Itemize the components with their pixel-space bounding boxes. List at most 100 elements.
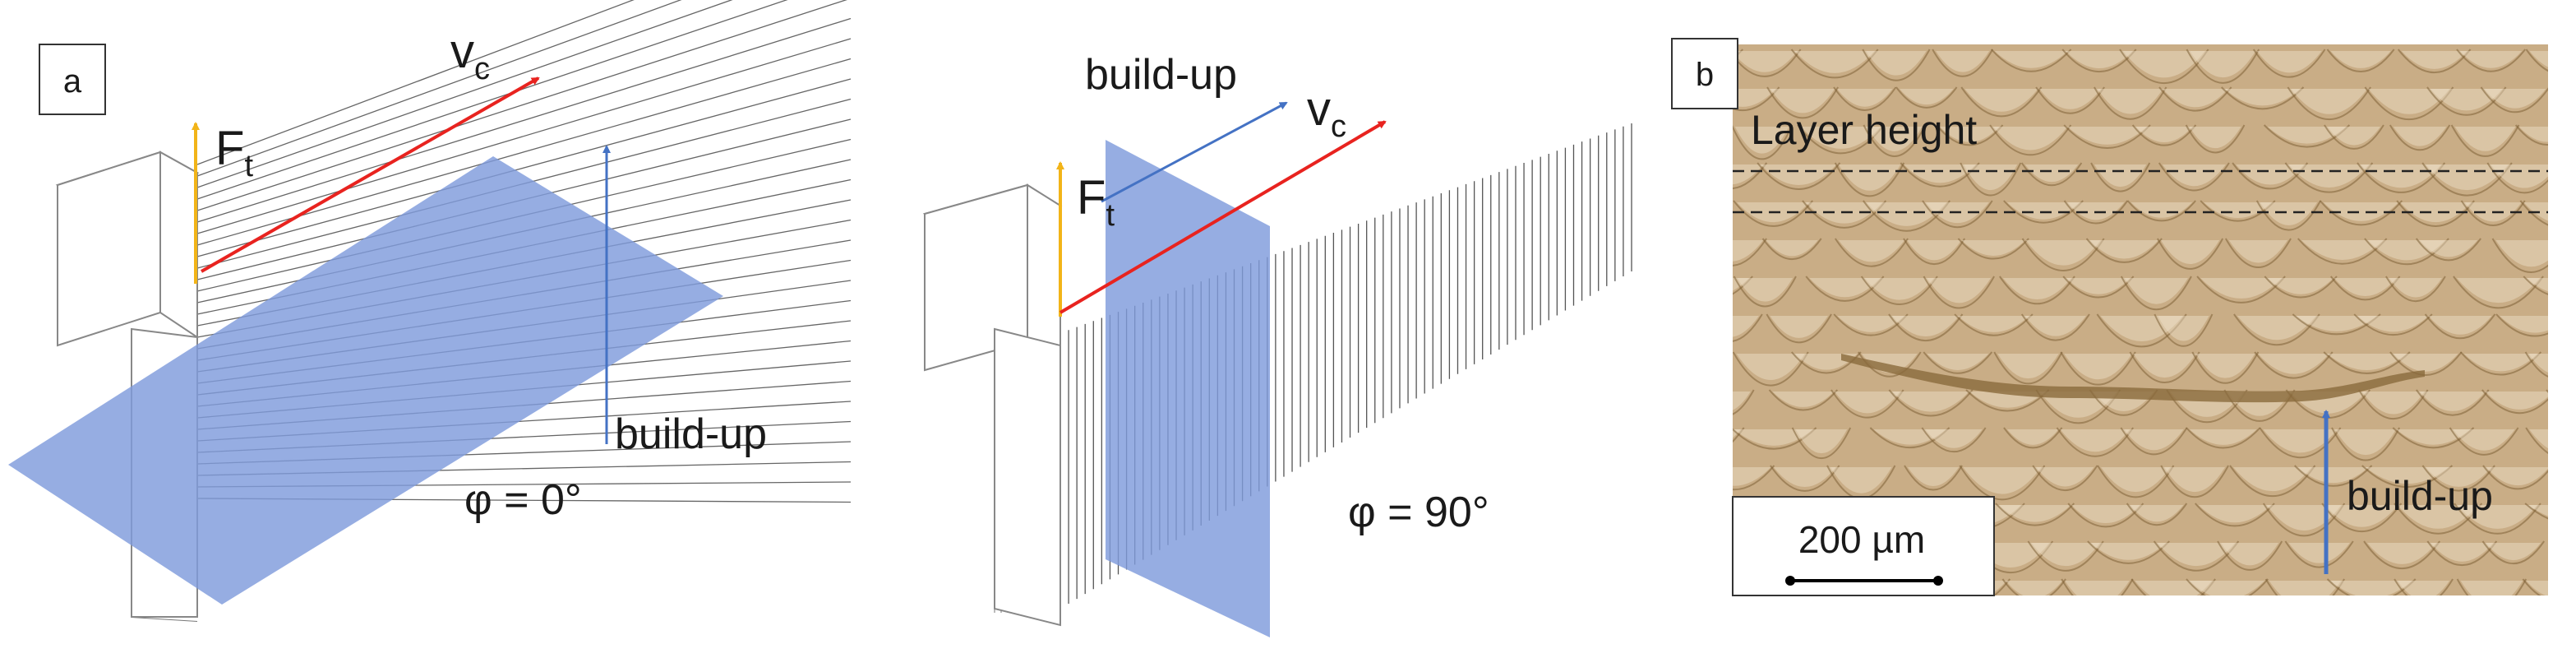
- melt-pool-arc: [2224, 238, 2292, 269]
- melt-pool-highlight: [2025, 240, 2101, 266]
- melt-pool-arc: [2061, 578, 2134, 595]
- melt-pool-arc: [1960, 162, 2022, 197]
- hatch-line-a-side: [131, 617, 198, 622]
- melt-pool-arc: [2460, 200, 2526, 226]
- melt-pool-arc: [2324, 124, 2384, 150]
- melt-pool-highlight: [2101, 467, 2171, 493]
- melt-pool-highlight: [2025, 619, 2102, 645]
- melt-pool-highlight: [2158, 316, 2209, 341]
- melt-pool-arc: [1922, 200, 1993, 229]
- melt-pool-highlight: [2463, 354, 2538, 372]
- melt-pool-highlight: [2133, 354, 2196, 378]
- melt-pool-arc: [1769, 617, 1830, 649]
- melt-pool-arc: [2217, 540, 2283, 571]
- scale-bar-label: 200 µm: [1798, 518, 1925, 561]
- melt-pool-arc: [1733, 86, 1780, 112]
- melt-pool-arc: [1959, 465, 2046, 501]
- melt-pool-arc: [1733, 238, 1767, 266]
- melt-pool-arc: [2294, 465, 2373, 487]
- melt-pool-arc: [2357, 389, 2429, 420]
- melt-pool-arc: [1923, 276, 1995, 309]
- melt-pool-highlight: [2067, 127, 2147, 145]
- melt-pool-highlight: [1773, 467, 1836, 488]
- melt-pool-highlight: [2031, 543, 2100, 567]
- force-label-a-main: F: [215, 122, 244, 175]
- melt-pool-arc: [1703, 617, 1786, 647]
- melt-pool-highlight: [2430, 89, 2503, 111]
- melt-pool-arc: [1757, 162, 1841, 190]
- melt-pool-arc: [1766, 86, 1839, 119]
- melt-pool-arc: [2021, 238, 2105, 271]
- melt-pool-arc: [1965, 389, 2050, 412]
- melt-pool-arc: [2035, 389, 2121, 424]
- melt-pool-arc: [2158, 86, 2232, 112]
- melt-pool-highlight: [2221, 543, 2279, 566]
- melt-pool-arc: [2153, 540, 2240, 572]
- melt-pool-highlight: [2459, 51, 2523, 68]
- melt-pool-arc: [1993, 351, 2063, 385]
- melt-pool-highlight: [2224, 89, 2301, 106]
- melt-pool-arc: [1770, 465, 1840, 492]
- melt-pool-highlight: [2301, 240, 2384, 260]
- melt-pool-highlight: [2195, 354, 2255, 378]
- melt-pool-arc: [1766, 313, 1832, 344]
- melt-pool-highlight: [2294, 619, 2376, 642]
- melt-pool-highlight: [1837, 316, 1904, 332]
- melt-pool-arc: [1733, 313, 1763, 342]
- melt-pool-highlight: [1936, 51, 1990, 72]
- melt-pool-highlight: [1873, 429, 1946, 445]
- melt-pool-arc: [1834, 162, 1905, 197]
- melt-pool-highlight: [1795, 429, 1848, 454]
- melt-pool-arc: [1660, 352, 1725, 379]
- melt-pool-highlight: [1925, 429, 1983, 448]
- melt-pool-highlight: [2393, 354, 2458, 372]
- melt-pool-highlight: [2527, 278, 2548, 292]
- melt-pool-arc: [2263, 124, 2351, 148]
- melt-pool-arc: [2186, 49, 2260, 84]
- melt-pool-highlight: [2067, 202, 2125, 220]
- melt-pool-highlight: [2550, 392, 2576, 414]
- melt-pool-arc: [2551, 239, 2576, 263]
- melt-pool-arc: [2229, 465, 2316, 497]
- melt-pool-arc: [1999, 276, 2075, 305]
- melt-pool-highlight: [2124, 429, 2184, 451]
- melt-pool-arc: [2481, 617, 2564, 637]
- melt-pool-highlight: [1737, 278, 1793, 302]
- melt-pool-arc: [2252, 49, 2326, 78]
- melt-pool-highlight: [1993, 127, 2068, 151]
- melt-pool-highlight: [1835, 619, 1912, 638]
- melt-pool-arc: [1862, 49, 1931, 81]
- melt-pool-arc: [2129, 351, 2200, 384]
- melt-pool-arc: [2060, 351, 2136, 386]
- melt-pool-highlight: [1958, 316, 2029, 332]
- melt-pool-arc: [2056, 427, 2134, 457]
- melt-pool-highlight: [1866, 51, 1927, 76]
- melt-pool-arc: [2120, 276, 2192, 310]
- hatch-line-a: [196, 0, 788, 200]
- melt-pool-highlight: [1772, 619, 1827, 644]
- melt-pool-arc: [2157, 238, 2224, 270]
- melt-pool-highlight: [2066, 278, 2131, 294]
- melt-pool-highlight: [2396, 429, 2471, 445]
- melt-pool-highlight: [1733, 51, 1798, 72]
- melt-pool-arc: [1860, 276, 1938, 305]
- melt-pool-arc: [2085, 238, 2163, 263]
- melt-pool-highlight: [2327, 354, 2407, 371]
- melt-pool-arc: [2365, 617, 2423, 649]
- melt-pool-highlight: [1668, 505, 1722, 528]
- panel-mid: build-up vc Ft φ = 90°: [922, 51, 1632, 637]
- buildup-label-a: build-up: [615, 410, 767, 458]
- panel-a: a Ft vc build-up φ = 0°: [8, 0, 852, 625]
- melt-pool-arc: [1834, 238, 1909, 267]
- melt-pool-arc: [1923, 351, 1993, 374]
- melt-pool-arc: [2061, 49, 2137, 73]
- melt-pool-highlight: [2460, 581, 2523, 595]
- melt-pool-arc: [2326, 49, 2395, 72]
- panel-label-b: b: [1696, 57, 1714, 93]
- melt-pool-highlight: [2002, 278, 2071, 300]
- melt-pool-arc: [2389, 124, 2451, 151]
- melt-pool-arc: [2495, 313, 2548, 337]
- melt-pool-arc: [1666, 201, 1726, 234]
- melt-pool-arc: [2481, 389, 2548, 415]
- melt-pool-highlight: [2431, 543, 2494, 562]
